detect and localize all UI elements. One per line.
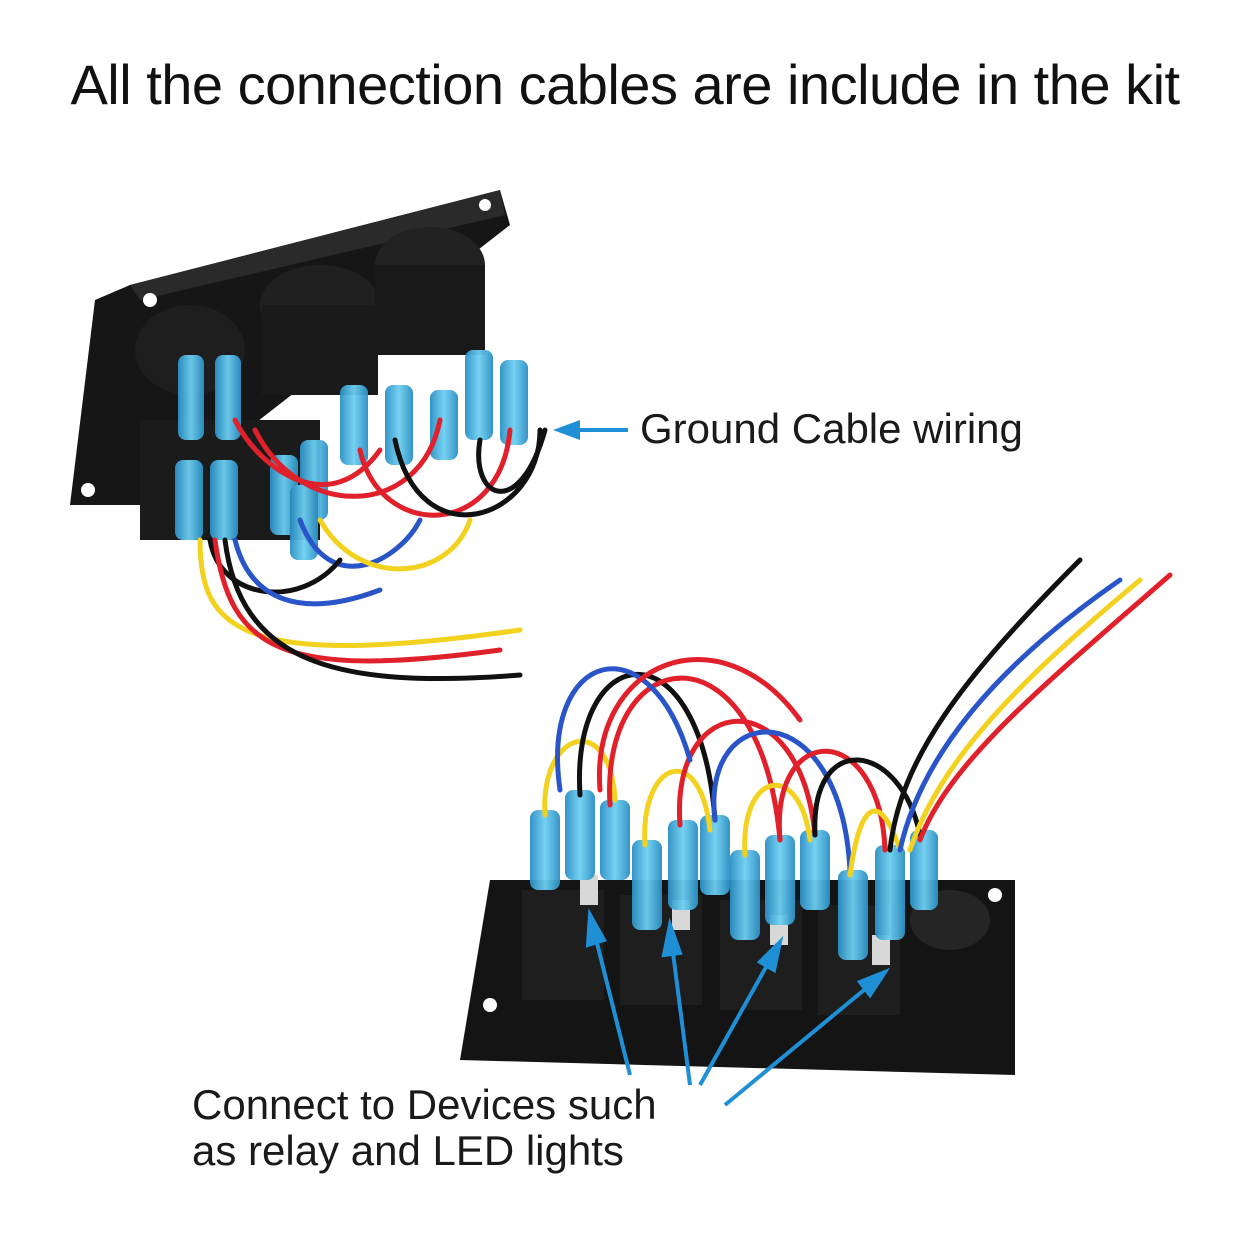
connect-devices-label: Connect to Devices such as relay and LED… xyxy=(192,1082,657,1174)
wires-bottom xyxy=(542,557,1173,878)
page-title: All the connection cables are include in… xyxy=(70,53,1180,116)
arrow-left-icon xyxy=(553,420,628,440)
terminals-top xyxy=(175,350,528,560)
wires-top xyxy=(197,417,548,682)
terminals-bottom xyxy=(530,790,938,960)
connect-label-line-2: as relay and LED lights xyxy=(192,1127,624,1174)
connect-label-line-1: Connect to Devices such xyxy=(192,1081,657,1128)
ground-cable-label: Ground Cable wiring xyxy=(640,405,1023,452)
arrow-up-icon xyxy=(585,908,891,1107)
